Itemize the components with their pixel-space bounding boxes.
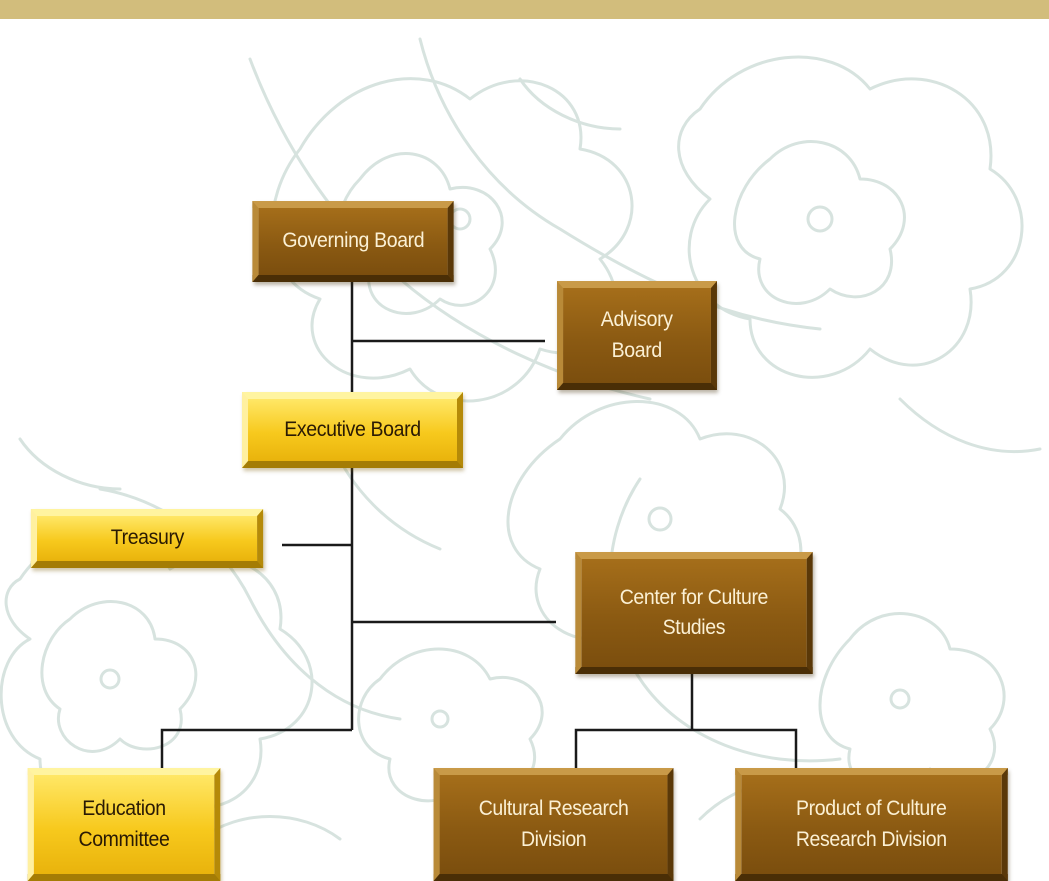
node-treasury: Treasury: [30, 509, 264, 568]
node-executive-board-label: Executive Board: [284, 417, 421, 441]
node-treasury-label: Treasury: [110, 526, 184, 550]
connector-divisions: [574, 728, 798, 768]
node-center-culture-studies: Center for Culture Studies: [575, 552, 813, 674]
node-education-committee-label: Education Committee: [78, 797, 170, 851]
node-cultural-research-division: Cultural Research Division: [433, 768, 674, 881]
node-center-culture-studies-label: Center for Culture Studies: [619, 585, 769, 639]
node-governing-board: Governing Board: [252, 201, 454, 282]
node-product-culture-research-division: Product of Culture Research Division: [735, 768, 1008, 881]
header-bar: [0, 0, 1049, 19]
node-advisory-board: Advisory Board: [557, 281, 717, 390]
node-education-committee: Education Committee: [27, 768, 221, 881]
node-governing-board-label: Governing Board: [282, 229, 424, 253]
node-cultural-research-division-label: Cultural Research Division: [478, 797, 629, 851]
connector-education: [160, 728, 352, 768]
node-executive-board: Executive Board: [241, 392, 464, 468]
node-advisory-board-label: Advisory Board: [601, 308, 673, 362]
node-product-culture-research-division-label: Product of Culture Research Division: [796, 797, 947, 851]
